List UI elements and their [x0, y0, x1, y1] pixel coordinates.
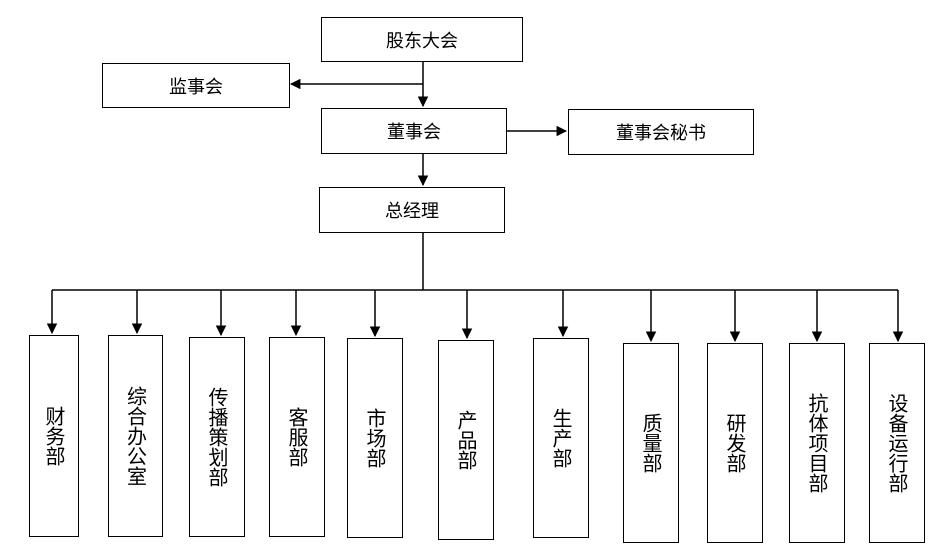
department-label: 市场部: [363, 408, 387, 468]
node-supervisory-board: 监事会: [102, 63, 290, 108]
node-board-secretary-label: 董事会秘书: [616, 123, 706, 144]
department-box: 抗体项目部: [789, 343, 845, 543]
department-label: 抗体项目部: [805, 393, 829, 493]
department-box: 财务部: [29, 335, 79, 537]
node-general-manager-label: 总经理: [385, 201, 439, 222]
node-board-of-directors: 董事会: [321, 108, 507, 154]
node-general-manager: 总经理: [319, 187, 505, 233]
node-board-secretary: 董事会秘书: [568, 109, 754, 155]
department-label: 产品部: [454, 410, 478, 470]
department-label: 财务部: [42, 406, 66, 466]
department-box: 客服部: [269, 337, 325, 537]
department-box: 研发部: [707, 343, 763, 543]
department-box: 市场部: [347, 338, 403, 538]
department-box: 质量部: [623, 343, 679, 543]
node-supervisory-board-label: 监事会: [169, 76, 223, 98]
department-label: 研发部: [723, 413, 747, 473]
department-label: 生产部: [549, 408, 573, 468]
department-label: 质量部: [639, 413, 663, 473]
department-box: 设备运行部: [869, 343, 925, 543]
department-label: 综合办公室: [123, 386, 148, 486]
department-label: 传播策划部: [205, 387, 229, 487]
department-box: 产品部: [438, 340, 494, 540]
department-box: 综合办公室: [108, 335, 163, 537]
department-box: 传播策划部: [189, 337, 245, 537]
node-shareholders: 股东大会: [321, 17, 523, 62]
node-shareholders-label: 股东大会: [386, 30, 458, 52]
department-label: 客服部: [285, 407, 309, 467]
node-board-of-directors-label: 董事会: [387, 122, 441, 143]
department-label: 设备运行部: [885, 393, 909, 493]
department-box: 生产部: [533, 338, 589, 538]
